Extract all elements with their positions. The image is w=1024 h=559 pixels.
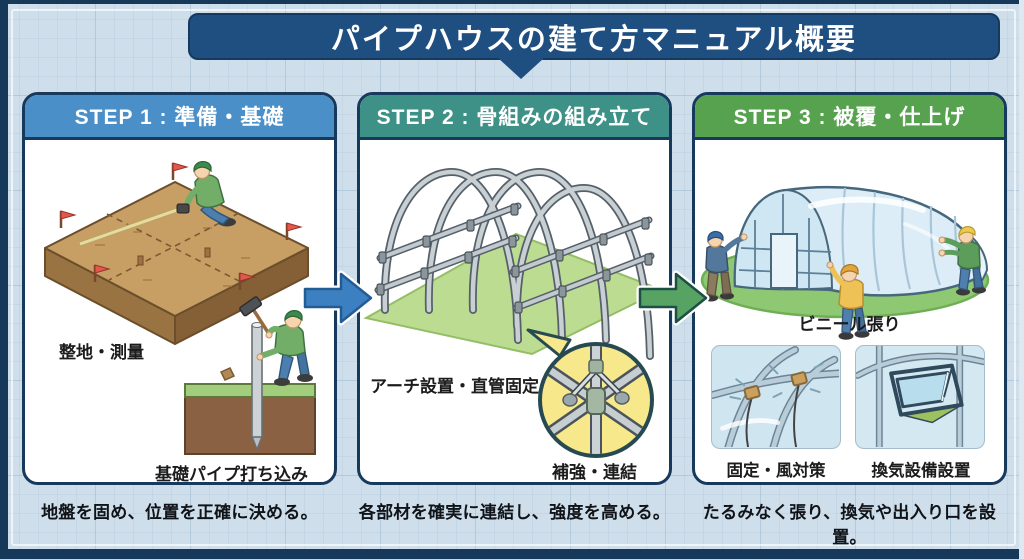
arrow-right-icon-step2-to-step3	[636, 270, 710, 326]
title-banner: パイプハウスの建て方マニュアル概要	[188, 13, 1000, 60]
step1-caption-pipe-driving: 基礎パイプ打ち込み	[155, 465, 308, 484]
worker-hammering	[239, 296, 313, 386]
worker-measuring	[176, 161, 236, 227]
worker-right	[938, 226, 986, 296]
step2-summary: 各部材を確実に連結し、強度を高める。	[358, 503, 671, 522]
step3-caption-fixing-wind: 固定・風対策	[726, 462, 826, 480]
frame-top	[0, 0, 1024, 4]
step3-body: ビニール張り	[695, 140, 1004, 482]
step1-panel: STEP 1 : 準備・基礎	[22, 92, 337, 485]
frame-bottom	[0, 549, 1024, 559]
step2-header-label: STEP 2 : 骨組みの組み立て	[376, 106, 653, 129]
step1-illustration	[44, 161, 316, 455]
worker-left	[704, 230, 748, 302]
step3-summary: たるみなく張り、換気や出入り口を設置。	[702, 503, 997, 547]
arrow-right-icon-step1-to-step2	[301, 270, 375, 326]
ventilation-window-illustration	[856, 346, 984, 448]
step1-summary: 地盤を固め、位置を正確に決める。	[41, 503, 318, 522]
step2-body: アーチ設置・直管固定 補強・連結	[360, 140, 669, 482]
step1-body: 整地・測量 基礎パイプ打ち込み	[25, 140, 334, 484]
step2-caption-arch-install: アーチ設置・直管固定	[370, 377, 539, 396]
step2-illustration	[363, 167, 665, 458]
step3-thumbnail-ventilation	[855, 345, 985, 449]
title-pointer	[498, 58, 544, 79]
step1-header: STEP 1 : 準備・基礎	[25, 95, 334, 140]
step3-caption-ventilation: 換気設備設置	[871, 462, 971, 480]
fixing-wind-protection-illustration	[712, 346, 840, 448]
step2-panel: STEP 2 : 骨組みの組み立て	[357, 92, 672, 485]
step3-illustration	[700, 186, 990, 340]
frame-right	[1019, 0, 1024, 559]
arch-frame	[374, 167, 655, 360]
ground-plot	[44, 181, 309, 345]
step2-header: STEP 2 : 骨組みの組み立て	[360, 95, 669, 140]
step1-caption-grading-survey: 整地・測量	[59, 343, 144, 362]
step3-header-label: STEP 3 : 被覆・仕上げ	[733, 106, 966, 129]
soil-cross-section	[184, 322, 316, 455]
step2-caption-reinforce-connect: 補強・連結	[552, 463, 637, 482]
step3-caption-vinyl-stretching: ビニール張り	[798, 315, 901, 334]
worker-center	[826, 261, 870, 340]
step3-header: STEP 3 : 被覆・仕上げ	[695, 95, 1004, 140]
marker-flags	[59, 162, 303, 290]
step1-header-label: STEP 1 : 準備・基礎	[74, 106, 285, 129]
step3-thumbnail-fixing	[711, 345, 841, 449]
page-title: パイプハウスの建て方マニュアル概要	[330, 23, 858, 56]
frame-left	[0, 0, 8, 559]
step3-panel: STEP 3 : 被覆・仕上げ	[692, 92, 1007, 485]
magnifier-joint-callout	[526, 328, 654, 458]
